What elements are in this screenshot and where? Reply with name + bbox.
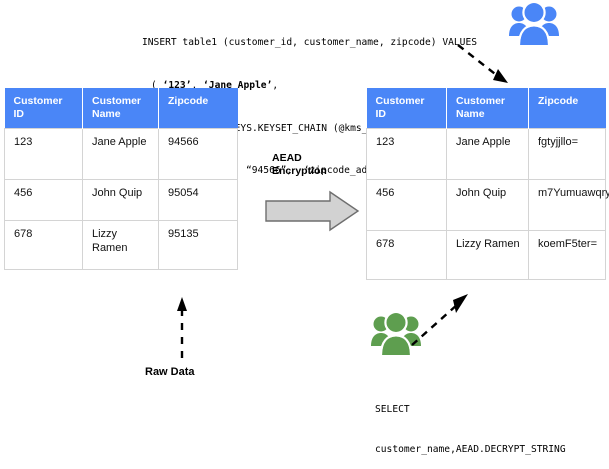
cell-zipcode: m7Yumuawqry bbox=[528, 179, 609, 231]
dashed-arrow-writer-to-table bbox=[455, 42, 515, 93]
cell-customer-id: 456 bbox=[366, 179, 447, 231]
column-header-line: Zipcode bbox=[538, 95, 579, 107]
cell-customer-id: 678 bbox=[4, 220, 83, 270]
cell-zipcode: 95054 bbox=[158, 179, 238, 221]
table-row: 123 Jane Apple fgtyjjllo= bbox=[366, 128, 606, 180]
column-header-line: ID bbox=[13, 108, 25, 120]
select-sql-line-1: SELECT bbox=[375, 403, 410, 415]
column-header-line: ID bbox=[375, 108, 387, 120]
table-row: 123 Jane Apple 94566 bbox=[4, 128, 238, 180]
insert-sql-line-2-separator: , bbox=[191, 80, 204, 92]
cell-customer-id: 123 bbox=[4, 128, 83, 180]
dashed-arrow-reader-to-table bbox=[410, 292, 472, 353]
select-sql-statement: SELECT customer_name,AEAD.DECRYPT_STRING… bbox=[375, 376, 566, 469]
cell-zipcode: 95135 bbox=[158, 220, 238, 270]
cell-customer-name: John Quip bbox=[82, 179, 159, 221]
cell-zipcode: fgtyjjllo= bbox=[528, 128, 606, 180]
cell-customer-id: 456 bbox=[4, 179, 83, 221]
insert-sql-line-2-suffix: , bbox=[272, 80, 279, 92]
insert-sql-literal-customer-name: ‘Jane Apple’ bbox=[203, 80, 273, 92]
table-row: 678 Lizzy Ramen 95135 bbox=[4, 220, 238, 270]
encryption-arrow-icon bbox=[264, 190, 360, 237]
column-header-line: Name bbox=[92, 108, 121, 120]
cell-customer-name: John Quip bbox=[446, 179, 529, 231]
insert-sql-line-1: INSERT table1 (customer_id, customer_nam… bbox=[142, 37, 478, 49]
people-group-icon-writer bbox=[508, 0, 560, 51]
cell-customer-name: Jane Apple bbox=[446, 128, 529, 180]
cell-zipcode: 94566 bbox=[158, 128, 238, 180]
column-header-line: Zipcode bbox=[168, 95, 209, 107]
insert-sql-line-2-prefix: ( bbox=[151, 80, 163, 92]
aead-encryption-label: AEAD Encryption bbox=[272, 152, 327, 177]
column-header-zipcode: Zipcode bbox=[528, 88, 606, 129]
cell-customer-name: Jane Apple bbox=[82, 128, 159, 180]
insert-sql-literal-customer-id: ‘123’ bbox=[162, 80, 192, 92]
table-row: 678 Lizzy Ramen koemF5ter= bbox=[366, 230, 606, 280]
table-row: 456 John Quip 95054 bbox=[4, 179, 238, 221]
cell-zipcode: koemF5ter= bbox=[528, 230, 606, 280]
select-sql-line-2: customer_name,AEAD.DECRYPT_STRING bbox=[375, 444, 566, 456]
column-header-zipcode: Zipcode bbox=[158, 88, 238, 129]
cell-customer-name: Lizzy Ramen bbox=[82, 220, 159, 270]
column-header-line: Customer bbox=[13, 95, 63, 107]
cell-customer-id: 123 bbox=[366, 128, 447, 180]
dashed-arrow-raw-data bbox=[174, 296, 190, 365]
table-row: 456 John Quip m7Yumuawqry bbox=[366, 179, 609, 231]
raw-data-label: Raw Data bbox=[145, 366, 195, 378]
cell-customer-name: Lizzy Ramen bbox=[446, 230, 529, 280]
column-header-line: Customer bbox=[375, 95, 425, 107]
cell-customer-id: 678 bbox=[366, 230, 447, 280]
insert-sql-line-2: ( ‘123’, ‘Jane Apple’, bbox=[142, 79, 477, 93]
people-group-icon-reader bbox=[370, 310, 422, 361]
column-header-line: Customer bbox=[456, 95, 506, 107]
column-header-line: Name bbox=[456, 108, 485, 120]
column-header-line: Customer bbox=[92, 95, 142, 107]
